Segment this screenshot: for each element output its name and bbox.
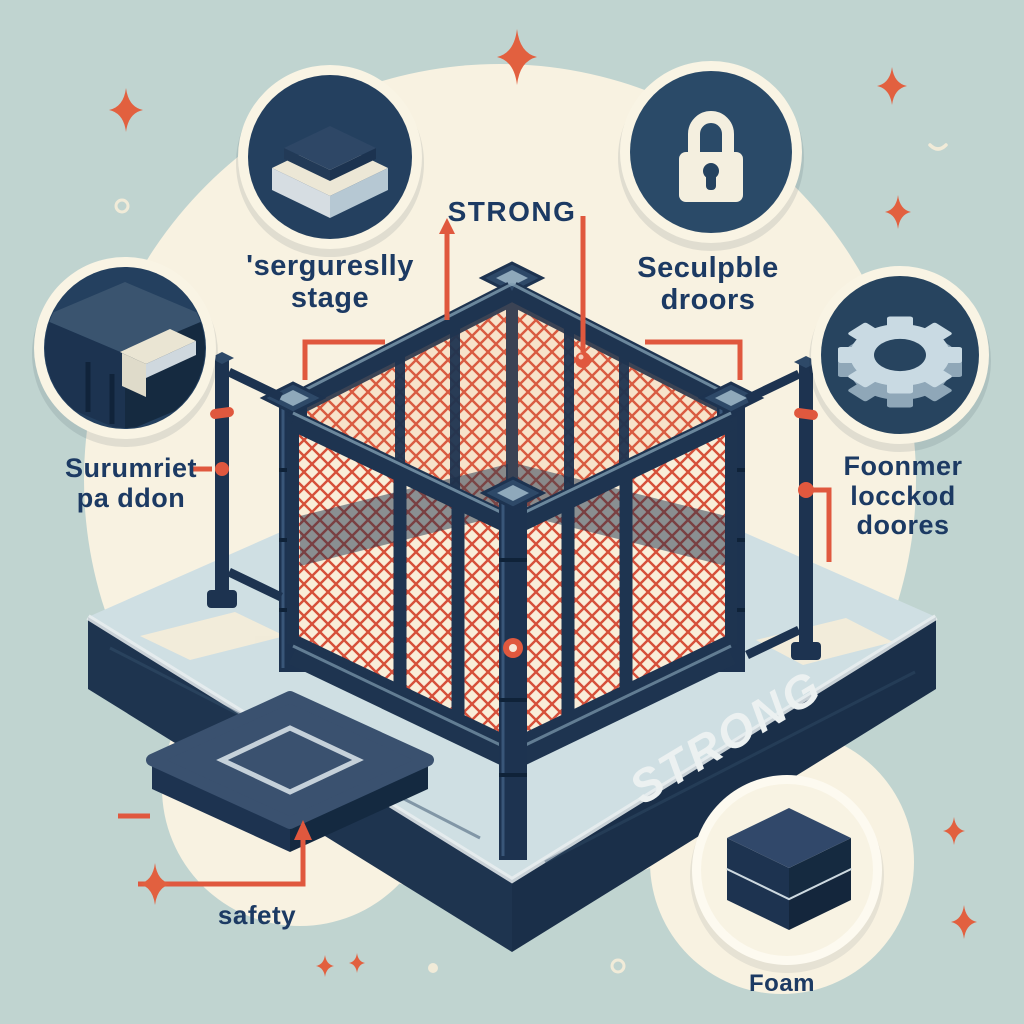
red-callouts	[118, 216, 832, 887]
stage-pad-icon	[272, 126, 388, 218]
corner-pad-badge-label-line2: pa ddon	[76, 482, 186, 513]
platform-fascia-right	[512, 617, 936, 952]
strong-top-label: STRONG	[447, 196, 577, 227]
badge-stage-pad	[236, 65, 424, 257]
locked-doors-badge-label-line3: doores	[856, 510, 950, 541]
callout-strong-left	[439, 218, 455, 320]
securable-badge-label-line2: droors	[660, 283, 756, 316]
corner-pad-badge-label-line1: Surumriet	[64, 453, 198, 483]
callout-locked-doors	[798, 482, 832, 562]
right-door-frame	[745, 356, 821, 660]
callout-stage-elbow	[302, 339, 385, 380]
left-door-frame	[207, 352, 283, 608]
locked-doors-badge-label: Foonmer locckod doores	[843, 451, 963, 541]
callout-safety-arrow	[118, 813, 312, 887]
sparkles	[109, 29, 977, 977]
securable-badge-label: Seculpble droors	[637, 252, 779, 317]
badge-foam-block	[690, 775, 884, 973]
securable-badge-label-line1: Seculpble	[637, 252, 779, 284]
locked-doors-badge-label-line2: locckod	[850, 480, 956, 511]
cream-dots	[114, 143, 948, 974]
safety-label: safety	[217, 900, 297, 930]
gear-icon	[838, 316, 962, 408]
floor-foam-pad	[146, 691, 434, 852]
callout-strong-right	[575, 216, 591, 368]
padlock-icon	[679, 111, 743, 202]
locked-doors-badge-label-line1: Foonmer	[843, 451, 963, 481]
red-hinge-band	[210, 407, 234, 419]
stage-badge-label: 'sergureslly stage	[246, 250, 414, 315]
foam-block-icon	[726, 808, 852, 930]
red-hinge-band	[794, 408, 818, 420]
badge-corner-pad	[32, 257, 218, 447]
badge-padlock	[618, 61, 804, 251]
foam-label: Foam	[748, 970, 816, 997]
callout-droors-elbow	[645, 339, 743, 380]
stage-badge-label-line1: 'sergureslly	[246, 250, 414, 282]
stage-badge-label-line2: stage	[290, 281, 370, 314]
corner-pad-badge-label: Surumriet pa ddon	[64, 453, 198, 513]
cage	[207, 261, 821, 860]
callout-corner-pad	[193, 462, 229, 476]
badge-gear	[809, 266, 991, 452]
cage-front-post	[479, 476, 547, 860]
